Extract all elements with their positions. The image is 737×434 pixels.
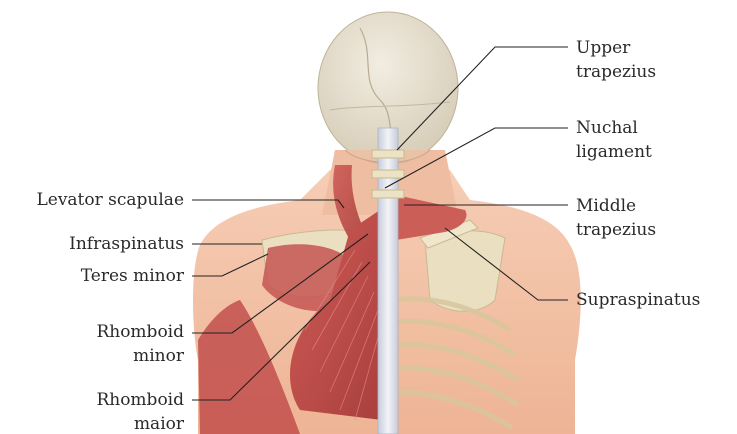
label-teres-minor: Teres minor xyxy=(81,264,184,288)
label-rhomboid-major: Rhomboid maior xyxy=(96,388,184,434)
label-nuchal-ligament: Nuchal ligament xyxy=(576,116,652,164)
label-levator-scapulae: Levator scapulae xyxy=(36,188,184,212)
label-supraspinatus: Supraspinatus xyxy=(576,288,700,312)
label-rhomboid-minor: Rhomboid minor xyxy=(96,320,184,368)
label-infraspinatus: Infraspinatus xyxy=(69,232,184,256)
vertebrae xyxy=(372,150,404,198)
label-upper-trapezius: Upper trapezius xyxy=(576,36,656,84)
label-middle-trapezius: Middle trapezius xyxy=(576,194,656,242)
